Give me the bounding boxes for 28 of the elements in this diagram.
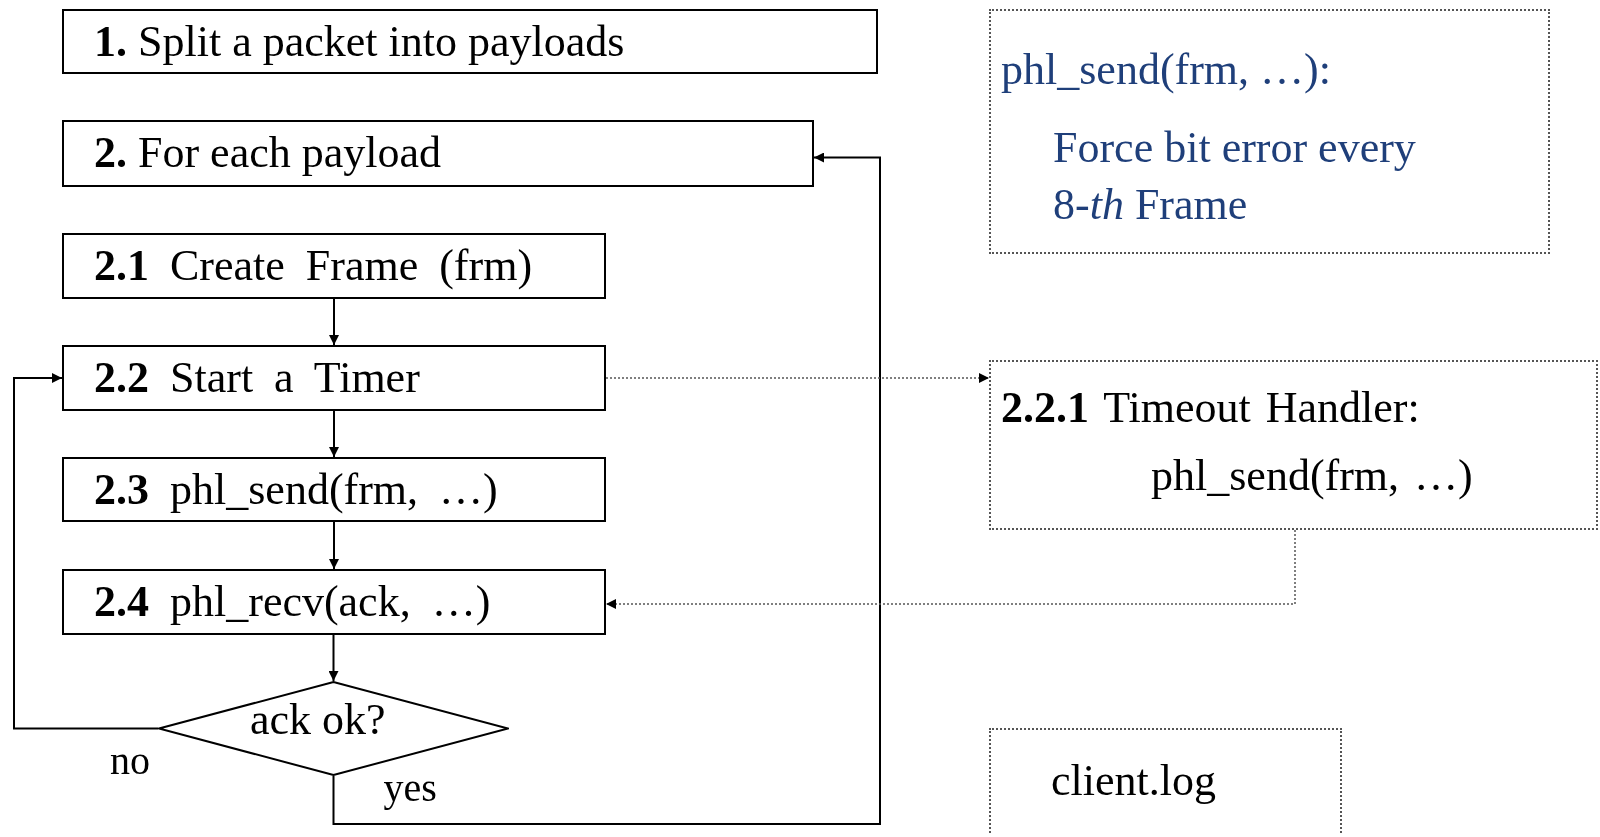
process-box [62, 457, 606, 522]
step-label: 2.1 Create Frame (frm) [94, 240, 533, 292]
dotted-arrow [605, 529, 1296, 609]
arrow [328, 634, 339, 682]
dotted-arrow [605, 373, 990, 383]
note-text: Force bit error every 8-th Frame [1053, 122, 1417, 232]
note-box [989, 9, 1550, 254]
step-label: 1. Split a packet into payloads [94, 16, 625, 68]
arrow [329, 298, 339, 346]
step-label: 2. For each payload [94, 127, 441, 179]
step-label: 2.2 Start a Timer [94, 352, 420, 404]
handler-box [989, 360, 1598, 530]
note-heading: phl_send(frm, …): [1001, 44, 1332, 96]
arrow [13, 373, 159, 730]
arrow [332, 152, 881, 825]
step-label: client.log [1051, 755, 1216, 807]
step-label: 2.4 phl_recv(ack, …) [94, 576, 491, 628]
step-label: 2.3 phl_send(frm, …) [94, 464, 498, 516]
step-label: 2.2.1 Timeout Handler: phl_send(frm, …) [1001, 382, 1474, 503]
process-box [62, 345, 606, 411]
process-box [62, 9, 878, 74]
file-box [989, 728, 1342, 833]
arrow [329, 521, 339, 570]
arrow [329, 410, 339, 458]
process-box [62, 569, 606, 635]
process-box [62, 233, 606, 299]
process-box [62, 120, 814, 187]
step-label: ack ok? [250, 694, 386, 746]
